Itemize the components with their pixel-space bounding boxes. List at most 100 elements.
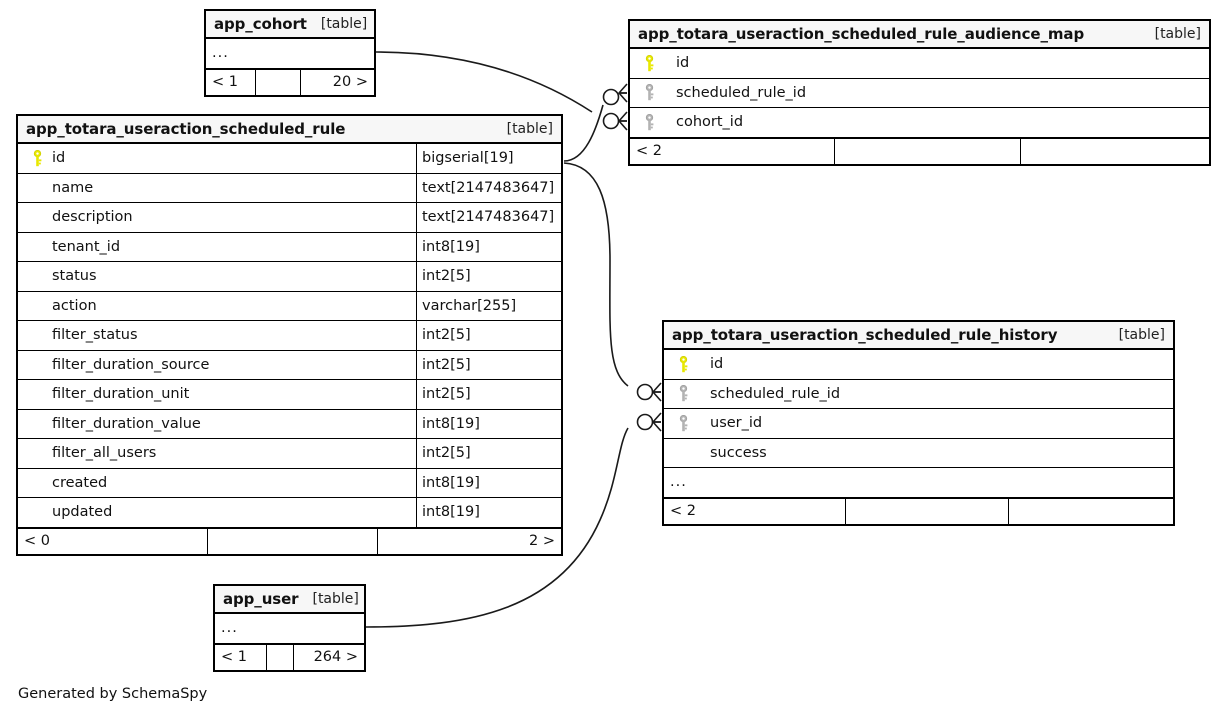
primary-key-icon (670, 355, 696, 373)
footer-children-count (1009, 499, 1173, 524)
column-cell: cohort_id (630, 108, 1209, 137)
column-name: filter_status (52, 327, 138, 344)
table-row: status int2[5] (18, 262, 561, 292)
table-row: description text[2147483647] (18, 203, 561, 233)
primary-key-icon (24, 149, 50, 167)
column-cell: action (18, 292, 416, 321)
table-type-tag: [table] (506, 121, 553, 137)
table-row: ... (664, 468, 1173, 498)
table-row: id (630, 49, 1209, 79)
crowsfoot-marker (618, 111, 628, 131)
table-name: app_cohort (214, 15, 307, 33)
table-header: app_cohort [table] (206, 11, 374, 39)
footer-children-count: 2 > (529, 533, 555, 549)
table-row: ... (215, 614, 364, 644)
column-cell: tenant_id (18, 233, 416, 262)
optional-marker (602, 88, 620, 106)
table-type-tag: [table] (320, 16, 368, 32)
table-type-tag: [table] (1154, 26, 1201, 42)
table-app-totara-useraction-scheduled-rule[interactable]: app_totara_useraction_scheduled_rule [ta… (16, 114, 563, 556)
column-name: user_id (710, 415, 763, 432)
column-name: filter_duration_unit (52, 386, 190, 403)
crowsfoot-marker (652, 382, 662, 402)
column-name: ... (221, 620, 238, 637)
column-cell: filter_all_users (18, 439, 416, 468)
table-row: filter_all_users int2[5] (18, 439, 561, 469)
column-cell: filter_duration_value (18, 410, 416, 439)
crowsfoot-marker (652, 412, 662, 432)
footer-middle (208, 528, 378, 554)
footer-middle (256, 69, 301, 95)
column-type: bigserial[19] (416, 144, 561, 173)
table-app-user[interactable]: app_user [table] ... < 1 264 > (213, 584, 366, 672)
primary-key-icon (636, 54, 662, 72)
column-name: description (52, 209, 133, 226)
optional-marker (636, 383, 654, 401)
footer-children-count: 20 > (332, 74, 368, 90)
column-cell: id (630, 49, 1209, 78)
column-cell: id (18, 144, 416, 173)
column-cell: scheduled_rule_id (664, 380, 1173, 409)
column-cell: scheduled_rule_id (630, 79, 1209, 108)
table-row: updated int8[19] (18, 498, 561, 528)
table-name: app_user (223, 590, 299, 608)
column-type: int8[19] (416, 498, 561, 527)
optional-marker (636, 413, 654, 431)
column-type: int2[5] (416, 350, 561, 379)
column-name: name (52, 179, 94, 196)
table-footer: < 1 264 > (215, 643, 364, 670)
column-name: filter_all_users (52, 445, 157, 462)
column-cell: created (18, 469, 416, 498)
column-name: id (52, 150, 66, 167)
table-app-cohort[interactable]: app_cohort [table] ... < 1 20 > (204, 9, 376, 97)
column-name: id (710, 356, 724, 373)
column-name: ... (212, 45, 229, 62)
foreign-key-icon (670, 385, 696, 402)
column-cell: filter_duration_unit (18, 380, 416, 409)
foreign-key-icon (670, 414, 696, 432)
column-name: scheduled_rule_id (676, 84, 807, 101)
column-type: int8[19] (416, 468, 561, 497)
table-header: app_totara_useraction_scheduled_rule_aud… (630, 21, 1209, 49)
optional-marker (602, 112, 620, 130)
table-name: app_totara_useraction_scheduled_rule_aud… (638, 25, 1085, 43)
table-name: app_totara_useraction_scheduled_rule (26, 120, 346, 138)
table-header: app_user [table] (215, 586, 364, 614)
table-row: ... (206, 39, 374, 69)
table-footer: < 1 20 > (206, 68, 374, 95)
footer-parents-count: < 2 (630, 138, 835, 164)
table-row: tenant_id int8[19] (18, 232, 561, 262)
generated-by-note: Generated by SchemaSpy (18, 686, 208, 702)
column-cell: status (18, 262, 416, 291)
column-cell: success (664, 439, 1173, 468)
column-name: id (676, 55, 690, 72)
footer-parents-count: < 0 (18, 528, 208, 554)
table-row: id bigserial[19] (18, 144, 561, 174)
column-cell: name (18, 174, 416, 203)
column-name: cohort_id (676, 114, 744, 131)
table-app-totara-useraction-scheduled-rule-history[interactable]: app_totara_useraction_scheduled_rule_his… (662, 320, 1175, 526)
column-name: filter_duration_source (52, 356, 210, 373)
table-row: success (664, 439, 1173, 468)
relationship-rule-to-history (563, 162, 662, 402)
column-type: int2[5] (416, 321, 561, 350)
column-cell: id (664, 350, 1173, 379)
table-app-totara-useraction-scheduled-rule-audience-map[interactable]: app_totara_useraction_scheduled_rule_aud… (628, 19, 1211, 166)
table-row: scheduled_rule_id (664, 380, 1173, 409)
column-type: int2[5] (416, 262, 561, 291)
column-name: filter_duration_value (52, 415, 201, 432)
column-name: created (52, 474, 108, 491)
column-type: varchar[255] (416, 291, 561, 320)
column-cell: filter_duration_source (18, 351, 416, 380)
table-footer: < 2 (630, 137, 1209, 164)
table-row: filter_duration_source int2[5] (18, 350, 561, 380)
table-footer: < 0 2 > (18, 527, 561, 554)
column-type: int8[19] (416, 409, 561, 438)
foreign-key-icon (636, 84, 662, 101)
footer-children-count: 264 > (313, 649, 358, 665)
column-name: ... (670, 474, 687, 491)
table-header: app_totara_useraction_scheduled_rule [ta… (18, 116, 561, 144)
footer-parents-count: < 1 (206, 69, 256, 95)
column-cell: description (18, 203, 416, 232)
